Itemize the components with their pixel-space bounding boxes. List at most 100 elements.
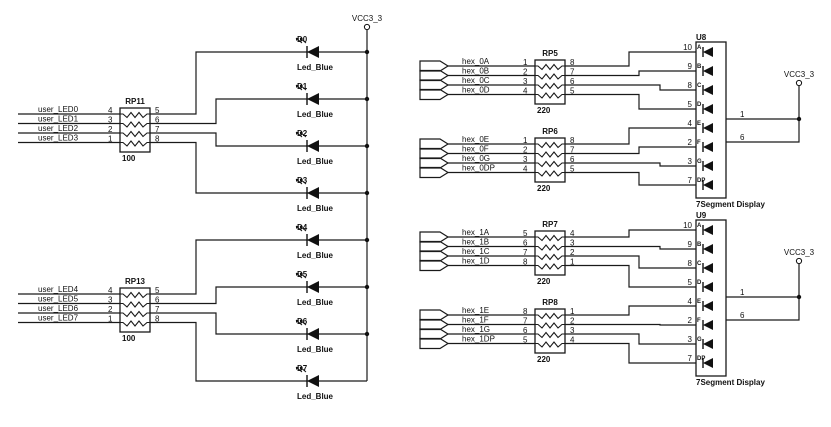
rpack-rp8-ref: RP8 [542,298,558,307]
arrowhead [300,226,303,229]
led-diode-icon [307,234,319,246]
junction-dot [364,49,370,55]
pin-number: 5 [155,106,160,115]
pin-number: 2 [523,68,528,77]
segment-diode-icon [703,244,713,254]
pin-number: 5 [523,229,528,238]
common-pin-wire [714,264,800,321]
common-pin-wire [714,86,800,143]
led-ref: D2 [297,129,308,138]
off-page-connector-icon [419,309,449,321]
rpack-rp5-ref: RP5 [542,49,558,58]
pin-number: 6 [155,296,160,305]
rpack-rp7-value: 220 [537,277,551,286]
pin-number: 4 [688,297,693,306]
resistor-zigzag-icon [535,151,565,158]
led-value: Led_Blue [297,298,334,307]
pin-number: 3 [523,155,528,164]
net-label: user_LED4 [38,285,79,294]
resistor-zigzag-icon [535,263,565,270]
led-ref: D0 [297,35,308,44]
resistor-zigzag-icon [120,130,150,138]
net-label: hex_0G [462,154,490,163]
led-diode-icon [307,328,319,340]
arrowhead [300,320,303,323]
resistor-zigzag-icon [120,111,150,119]
segment-wire [565,229,696,238]
segment-wire [565,162,696,167]
rpack-rp11-value: 100 [122,154,136,163]
junction-dot [364,96,370,102]
led-diode-icon [307,140,319,152]
segment-diode-icon [703,358,713,368]
pin-number: 5 [570,87,575,96]
off-page-connector-icon [419,259,449,272]
resistor-zigzag-icon [535,63,565,71]
rpack-rp6-ref: RP6 [542,127,558,136]
led-ref: D1 [297,82,308,91]
off-page-connector-icon [419,60,449,72]
resistor-zigzag-icon [535,141,565,149]
segment-diode-icon [703,263,713,273]
led-diode-icon [307,187,319,199]
off-page-connector-icon [419,79,449,91]
pin-number: 8 [523,258,528,267]
segment-wire [565,342,696,364]
vcc-label-right: VCC3_3 [784,70,815,79]
pin-number: 8 [523,307,528,316]
pin-number: 6 [523,239,528,248]
led-value: Led_Blue [297,63,334,72]
vcc-label-right: VCC3_3 [784,248,815,257]
resistor-zigzag-icon [535,234,565,242]
pin-number: 2 [108,305,113,314]
net-label: user_LED3 [38,134,79,143]
segment-diode-icon [703,339,713,349]
rpack-rp7-ref: RP7 [542,220,558,229]
segment-wire [565,84,696,91]
junction-dot [364,190,370,196]
segment-wire [565,245,696,250]
arrowhead [300,132,303,135]
net-label: user_LED0 [38,105,79,114]
led-wire [150,286,367,305]
junction-dot [364,143,370,149]
junction-dot [364,284,370,290]
resistor-zigzag-icon [120,310,150,318]
off-page-connector-icon [419,250,449,262]
pin-number: 4 [108,106,113,115]
segment-letter: E [697,121,701,127]
pin-number: 1 [570,307,575,316]
led-diode-icon [307,46,319,58]
resistor-zigzag-icon [535,244,565,251]
led-value: Led_Blue [297,392,334,401]
display-value: 7Segment Display [696,200,765,209]
segment-diode-icon [703,282,713,292]
power-port-icon [795,79,803,87]
pin-number: 6 [740,311,745,320]
resistor-zigzag-icon [535,322,565,329]
segment-letter: B [697,242,702,248]
arrowhead [296,38,299,41]
pin-number: 7 [688,176,693,185]
led-wire [150,312,367,335]
arrowhead [296,367,299,370]
components [119,23,803,387]
pin-number: 2 [570,248,575,257]
net-label: hex_0B [462,67,489,76]
arrowhead [300,85,303,88]
off-page-connector-icon [419,337,449,350]
net-label: hex_1D [462,257,490,266]
segment-diode-icon [703,142,713,152]
net-label: hex_0E [462,135,489,144]
segment-letter: C [697,261,702,267]
net-label: hex_1E [462,306,489,315]
arrowhead [300,179,303,182]
off-page-connector-icon [419,166,449,179]
led-ref: D5 [297,270,308,279]
segment-letter: DP [697,356,705,362]
segment-wire [565,70,696,77]
pin-number: 1 [108,135,113,144]
led-wire [150,98,367,125]
display-ref: U8 [696,33,707,42]
